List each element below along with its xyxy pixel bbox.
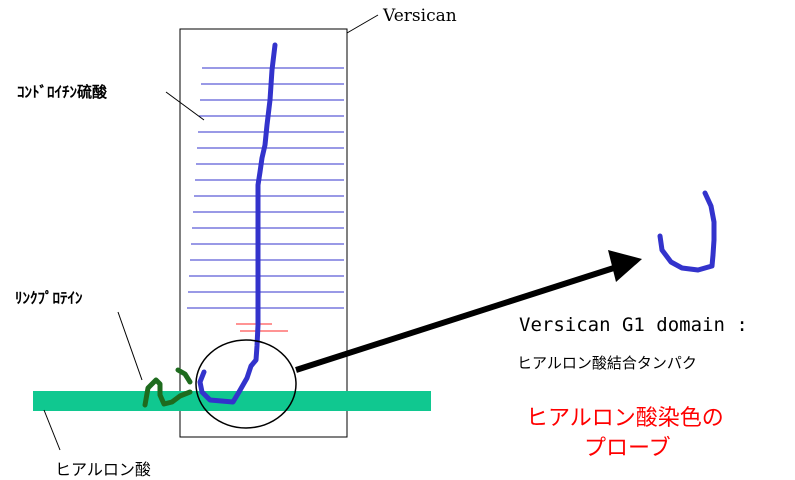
chondroitin-sulfate-label: ｺﾝﾄﾞﾛｲﾁﾝ硫酸 — [17, 83, 108, 101]
core-protein — [197, 42, 278, 405]
link-protein-label: ﾘﾝｸﾌﾟﾛﾃｲﾝ — [15, 289, 83, 307]
red-tick-marks — [236, 323, 288, 332]
g1-domain-probe — [657, 190, 717, 273]
probe-label-line2: プローブ — [584, 436, 671, 461]
link-protein — [142, 367, 193, 408]
g1-domain-circle — [195, 339, 297, 429]
chondroitin-sulfate-chains — [187, 67, 344, 309]
hyaluronic-acid-label: ヒアルロン酸 — [55, 460, 151, 479]
arrow-shaft — [295, 263, 621, 373]
versican-box — [179, 28, 348, 438]
arrow-head — [608, 250, 642, 282]
versican-leader-line — [346, 14, 379, 34]
hyaluronic-acid-leader-line — [43, 409, 61, 451]
g1-domain-label: Versican G1 domain : — [519, 314, 748, 336]
probe-label-line1: ヒアルロン酸染色の — [526, 406, 724, 431]
versican-label: Versican — [383, 6, 457, 26]
chondroitin-leader-line — [165, 91, 205, 121]
link-protein-leader-line — [117, 311, 143, 381]
ha-binding-protein-label: ヒアルロン酸結合タンパク — [517, 354, 697, 372]
